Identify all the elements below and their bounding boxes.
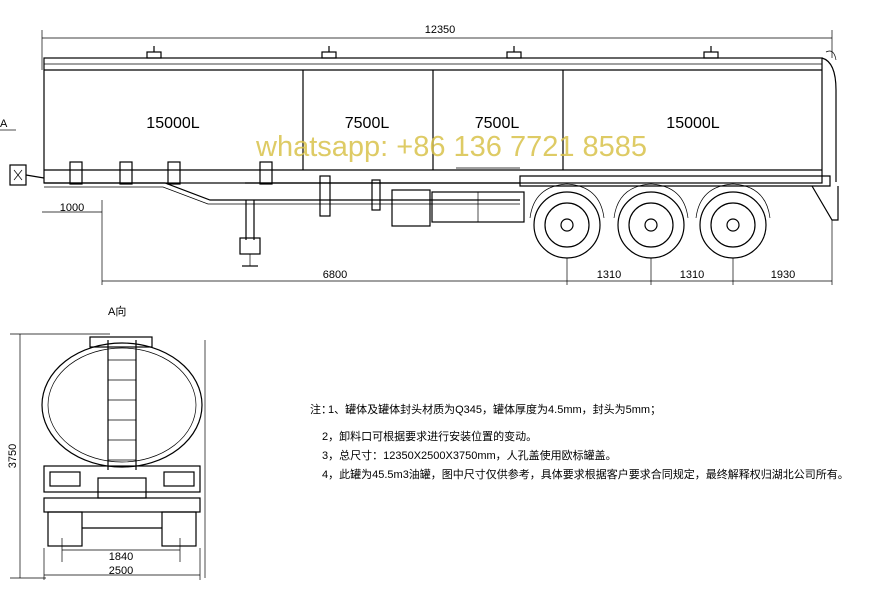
front-coupling (9, 164, 45, 186)
valve-box-1 (69, 161, 83, 185)
manhole-1 (146, 46, 162, 59)
valve-box-4 (259, 161, 273, 185)
valve-box-2 (119, 161, 133, 185)
end-view: A向 3750 (7, 304, 206, 580)
compartment-4-label: 15000L (666, 115, 719, 132)
tank-end-ellipse (41, 342, 203, 468)
note-4: 4，此罐为45.5m3油罐，图中尺寸仅供参考，具体要求根据客户要求合同规定，最终… (322, 467, 849, 481)
end-view-track: 1840 (109, 551, 133, 563)
dim-axle-spacing-1: 1310 (597, 269, 621, 281)
wheel-1 (529, 183, 605, 259)
rear-wheel-right (161, 511, 197, 547)
watermark: whatsapp: +86 136 7721 8585 (255, 131, 647, 163)
end-view-height: 3750 (7, 444, 19, 468)
landing-gear (239, 200, 261, 267)
note-2: 2，卸料口可根据要求进行安装位置的变动。 (322, 429, 537, 443)
dim-front-overhang: 1000 (60, 202, 84, 214)
notes-block: 注： 1、罐体及罐体封头材质为Q345，罐体厚度为4.5mm，封头为5mm； 2… (310, 402, 849, 481)
valve-box-3 (167, 161, 181, 185)
tail-light-right (163, 471, 195, 487)
notes-prefix: 注： (310, 402, 332, 416)
overall-length-label: 12350 (425, 24, 456, 36)
dim-kingpin-axle: 6800 (323, 269, 347, 281)
rear-wheel-left (47, 511, 83, 547)
ladder (107, 340, 137, 470)
compartment-1-label: 15000L (146, 115, 199, 132)
manhole-4 (703, 46, 719, 59)
end-view-width: 2500 (109, 565, 133, 577)
wheel-2 (613, 183, 689, 259)
tail-light-left (49, 471, 81, 487)
note-3: 3，总尺寸：12350X2500X3750mm，人孔盖使用欧标罐盖。 (322, 448, 617, 462)
view-marker: A (0, 118, 8, 130)
plate-holder (97, 477, 147, 499)
manhole-3 (506, 46, 522, 59)
side-view: 12350 15000L 7500L 7500L 15000L A (0, 24, 839, 285)
note-1: 1、罐体及罐体封头材质为Q345，罐体厚度为4.5mm，封头为5mm； (328, 402, 661, 416)
compartment-2-label: 7500L (345, 115, 390, 132)
toolbox-1 (391, 189, 431, 227)
dim-axle-spacing-2: 1310 (680, 269, 704, 281)
end-view-title: A向 (108, 304, 126, 318)
wheel-3 (695, 183, 771, 259)
rear-panel (43, 465, 201, 493)
compartment-3-label: 7500L (475, 115, 520, 132)
manhole-2 (321, 46, 337, 59)
chassis-frame (44, 182, 520, 201)
dim-rear-overhang: 1930 (771, 269, 795, 281)
